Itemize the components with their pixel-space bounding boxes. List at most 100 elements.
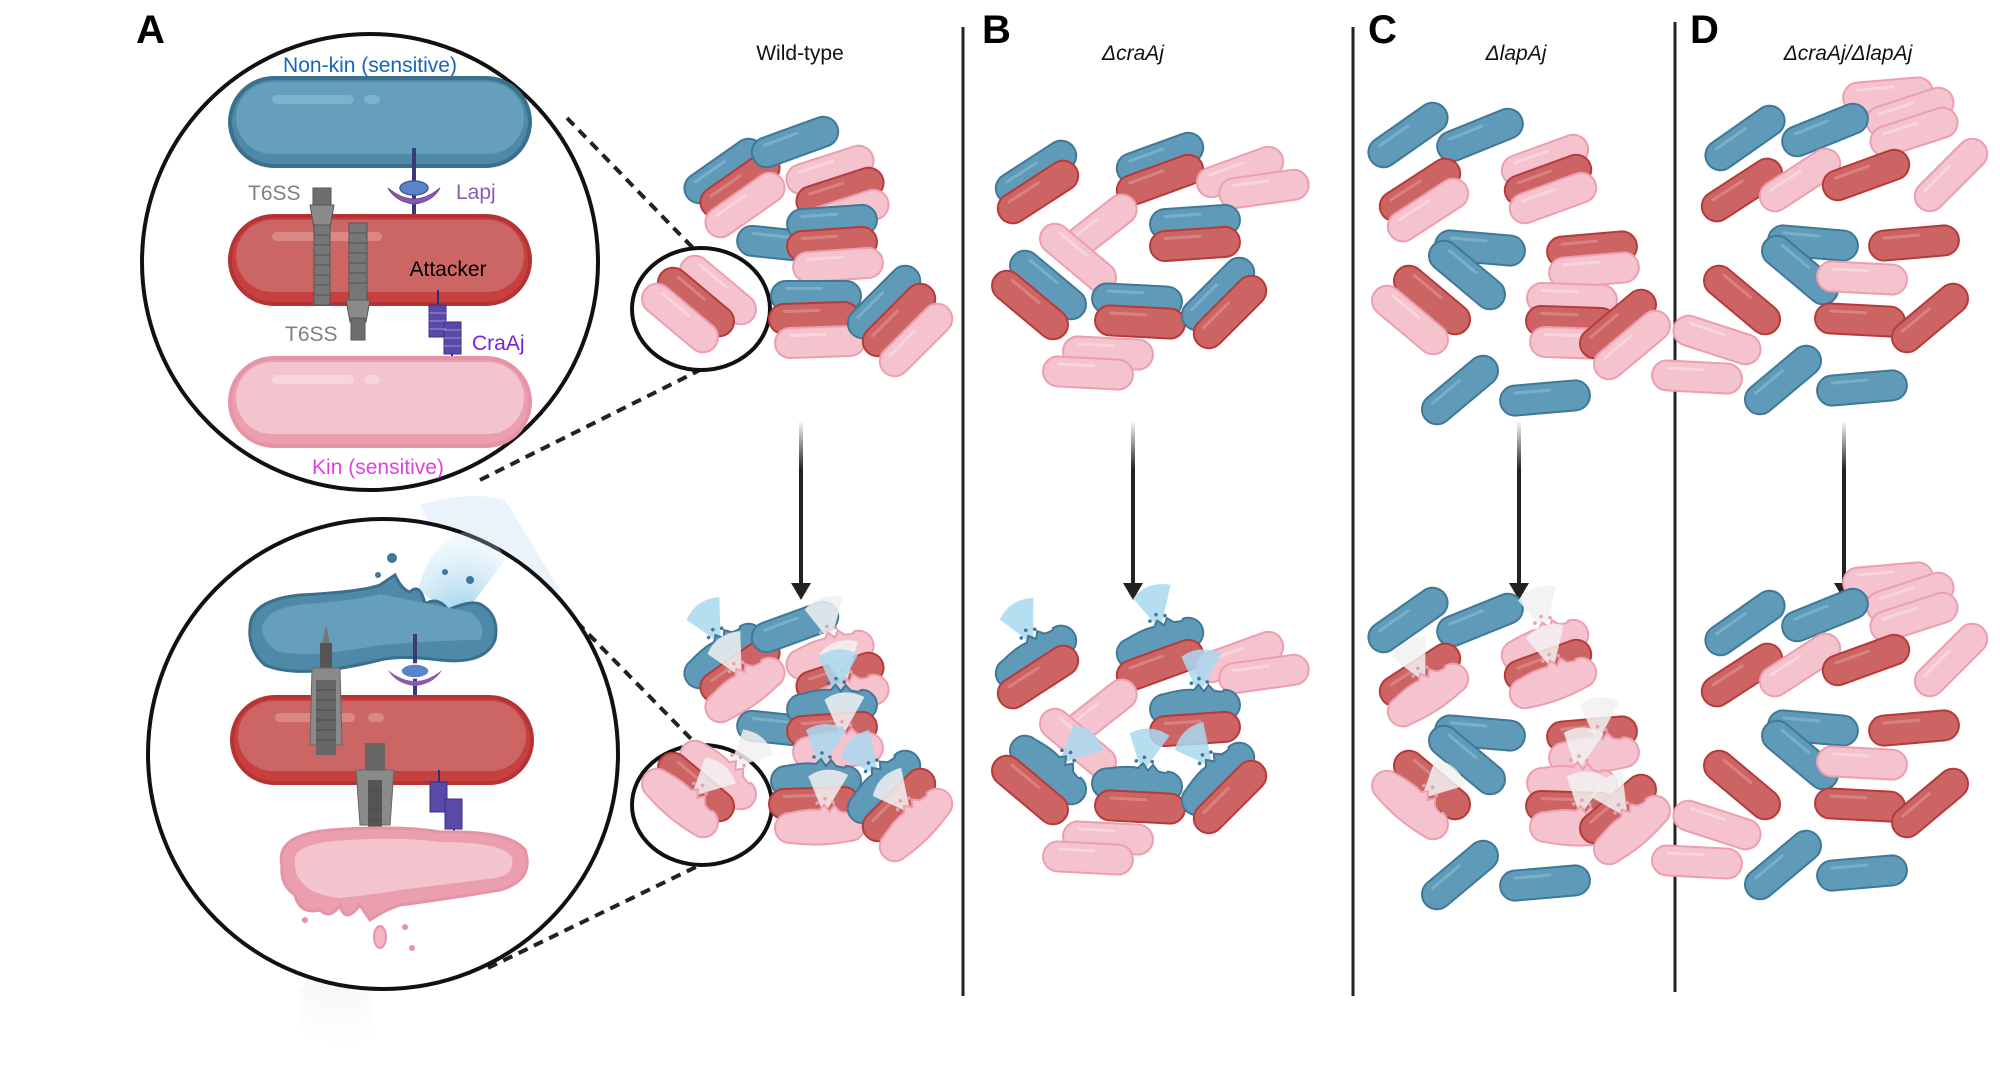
- cell-attacker-intact: [1149, 225, 1241, 263]
- cell-nonkin-intact: [1499, 379, 1591, 417]
- cell-nonkin-intact: [1761, 719, 1839, 791]
- cell-kin-intact: [1913, 622, 1989, 698]
- cell-attacker-intact: [1821, 633, 1911, 687]
- zoom-line-bottom-lower: [487, 863, 701, 970]
- cell-nonkin-intact: [750, 115, 840, 169]
- cell-nonkin-intact: [1428, 239, 1506, 311]
- cell-nonkin-intact: [1367, 586, 1449, 654]
- cell-nonkin-intact: [1499, 864, 1591, 902]
- cell-kin-intact: [1039, 222, 1117, 294]
- cell-kin-lysed: [279, 826, 529, 951]
- cell-kin-intact: [1593, 309, 1671, 381]
- population-double-before: [1651, 76, 1989, 416]
- lysis-spray-nonkin: [418, 530, 505, 620]
- lysis-spray: [1563, 727, 1604, 773]
- cell-kin-intact: [1651, 844, 1743, 880]
- cell-kin-intact: [1548, 251, 1640, 289]
- t6ss-apparatus-up: [309, 187, 335, 306]
- population-wildtype-before: [641, 115, 954, 378]
- cell-attacker-intact: [1192, 274, 1268, 350]
- cell-kin-intact: [1042, 840, 1134, 876]
- lysis-spray: [1526, 624, 1564, 671]
- cell-nonkin-intact: [1816, 369, 1908, 407]
- arrow-craaj: [1123, 420, 1143, 600]
- cell-nonkin-lysed: [1009, 724, 1104, 806]
- cell-attacker-intact: [1703, 749, 1781, 821]
- population-craAj-before: [991, 131, 1310, 391]
- cell-attacker-intact: [1393, 264, 1471, 336]
- lysis-spray: [824, 692, 865, 738]
- label-craaj: CraAj: [472, 332, 525, 355]
- cell-attacker-intact: [996, 644, 1080, 710]
- lysis-spray: [1181, 649, 1222, 695]
- panel-title-lapaj: ΔlapAj: [1485, 42, 1548, 65]
- cell-kin-lysed: [1591, 771, 1671, 866]
- cell-attacker-intact: [1891, 767, 1969, 839]
- lysis-spray: [686, 597, 721, 644]
- cell-kin-lysed: [872, 767, 954, 863]
- lysis-spray: [1579, 697, 1620, 743]
- cell-kin-intact: [1913, 137, 1989, 213]
- lysis-spray: [1129, 728, 1170, 774]
- inset-before: Non-kin (sensitive) Lapj Attacker: [140, 32, 600, 492]
- cell-attacker-intact: [1868, 709, 1960, 747]
- cell-nonkin-intact: [1761, 234, 1839, 306]
- lysis-spray: [1566, 771, 1607, 817]
- cell-nonkin: [228, 76, 532, 168]
- lysis-spray: [806, 724, 846, 769]
- label-kin: Kin (sensitive): [312, 456, 444, 479]
- arrow-wildtype: [791, 420, 811, 600]
- population-craAj-after: [991, 584, 1310, 876]
- cell-attacker-intact: [1821, 148, 1911, 202]
- cell-kin-intact: [1651, 359, 1743, 395]
- panel-title-wildtype: Wild-type: [756, 42, 844, 65]
- cell-kin-lysed: [1371, 759, 1466, 841]
- panel-letter-a: A: [136, 8, 165, 52]
- lysis-spray: [1518, 586, 1556, 633]
- cell-nonkin-intact: [1781, 102, 1869, 158]
- cell-nonkin-intact: [1428, 724, 1506, 796]
- label-t6ss-top: T6SS: [248, 182, 301, 205]
- cell-kin-lysed: [704, 631, 786, 724]
- panel-letter-c: C: [1368, 8, 1397, 52]
- t6ss-apparatus-down: [345, 222, 371, 341]
- cell-kin-lysed: [1508, 624, 1598, 710]
- cell-attacker-intact: [991, 269, 1069, 341]
- cell-nonkin-intact: [1421, 354, 1499, 426]
- cell-nonkin-intact: [1421, 839, 1499, 911]
- label-nonkin: Non-kin (sensitive): [283, 54, 457, 77]
- cell-kin-intact: [1758, 632, 1842, 698]
- bacterial-populations: [641, 76, 1989, 911]
- cell-nonkin-intact: [1744, 829, 1822, 901]
- cell-attacker-intact: [1868, 224, 1960, 262]
- cell-kin-intact: [1816, 260, 1908, 296]
- panel-title-double: ΔcraAj/ΔlapAj: [1783, 42, 1914, 65]
- panel-letter-b: B: [982, 8, 1011, 52]
- cell-attacker-intact: [1703, 264, 1781, 336]
- cell-kin-intact: [1371, 284, 1449, 356]
- cell-attacker-intact: [1891, 282, 1969, 354]
- panel-title-craaj: ΔcraAj: [1101, 42, 1165, 65]
- cell-attacker-intact: [1700, 642, 1784, 708]
- cell-attacker-intact: [1192, 759, 1268, 835]
- population-double-after: [1651, 561, 1989, 901]
- label-attacker: Attacker: [409, 258, 486, 281]
- cell-attacker-intact: [1094, 789, 1186, 825]
- population-lapAj-before: [1367, 101, 1671, 426]
- craaj-adhesin-after: [429, 770, 463, 840]
- zoom-line-top-upper: [565, 116, 695, 250]
- cell-nonkin-intact: [1781, 587, 1869, 643]
- label-lapj: Lapj: [456, 181, 496, 204]
- lysis-spray: [1391, 635, 1426, 683]
- cell-attacker-intact: [1700, 157, 1784, 223]
- cell-kin-lysed: [1386, 635, 1470, 728]
- label-t6ss-bottom: T6SS: [285, 323, 338, 346]
- cell-kin: [228, 356, 532, 448]
- lysis-spray: [1133, 584, 1171, 631]
- population-lapAj-after: [1367, 586, 1671, 911]
- cell-kin-intact: [1672, 799, 1762, 851]
- cell-nonkin-intact: [1744, 344, 1822, 416]
- cell-attacker-intact: [1094, 304, 1186, 340]
- cell-nonkin-intact: [1367, 101, 1449, 169]
